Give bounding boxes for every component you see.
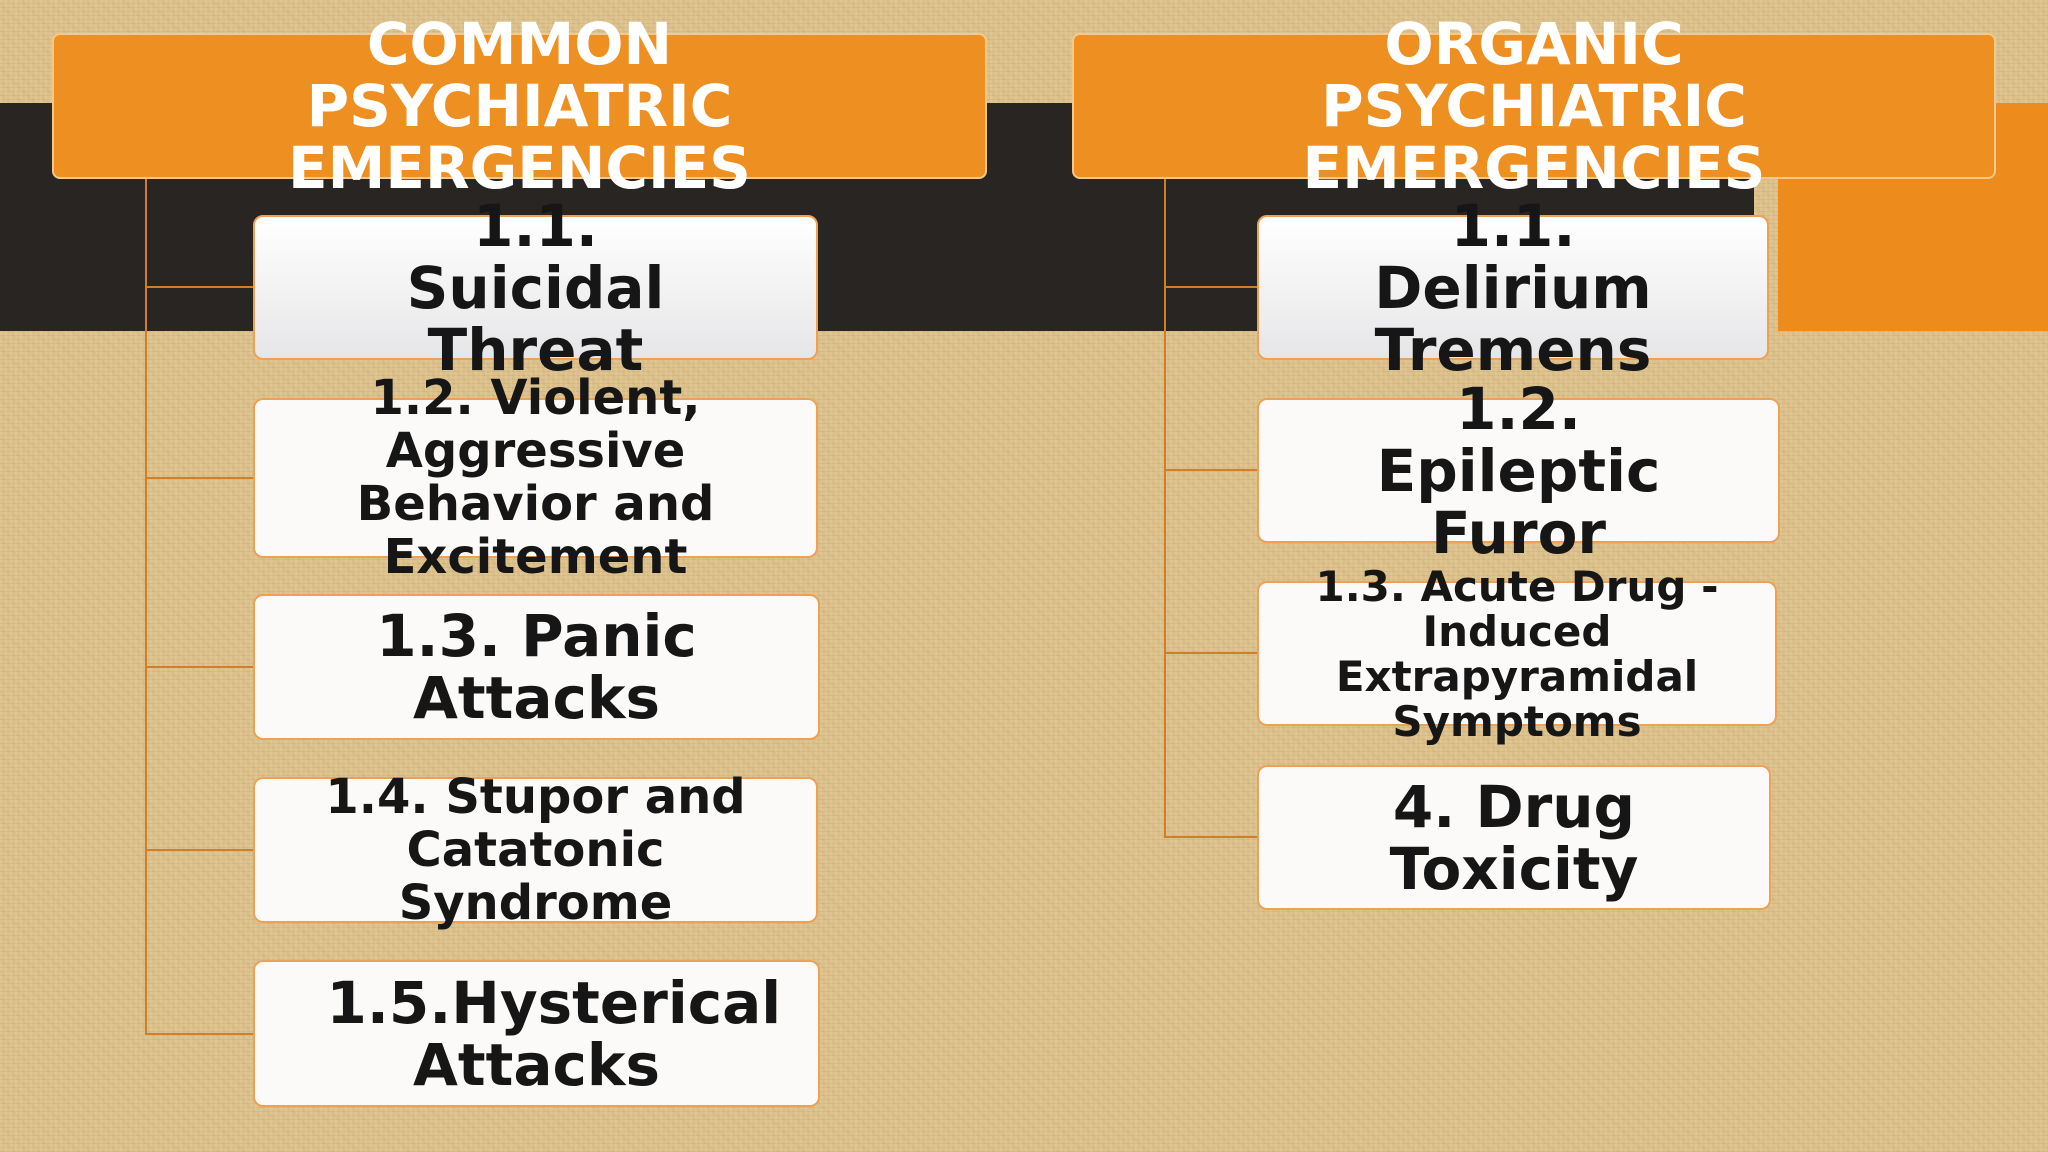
- item-violent-aggressive-behavior: 1.2. Violent, Aggressive Behavior and Ex…: [253, 372, 818, 584]
- connector-branch-left-5: [145, 1033, 253, 1035]
- item-drug-toxicity-label: 4. Drug Toxicity: [1389, 772, 1639, 903]
- header-organic-psychiatric-emergencies: ORGANIC PSYCHIATRIC EMERGENCIES: [1072, 13, 1996, 199]
- item-suicidal-threat-label: 1.1. Suicidal Threat: [406, 191, 665, 384]
- connector-branch-left-3: [145, 666, 253, 668]
- header-common-psychiatric-emergencies: COMMON PSYCHIATRIC EMERGENCIES: [52, 13, 987, 199]
- item-panic-attacks: 1.3. Panic Attacks: [253, 594, 820, 740]
- item-hysterical-attacks: 1.5.Hysterical Attacks: [253, 960, 820, 1107]
- connector-trunk-right: [1164, 179, 1166, 837]
- connector-branch-right-3: [1164, 652, 1257, 654]
- item-panic-attacks-label: 1.3. Panic Attacks: [376, 602, 697, 732]
- item-hysterical-attacks-label: 1.5.Hysterical Attacks: [326, 968, 782, 1099]
- item-epileptic-furor-label: 1.2. Epileptic Furor: [1376, 374, 1661, 567]
- item-drug-toxicity: 4. Drug Toxicity: [1257, 765, 1771, 910]
- connector-branch-right-4: [1164, 836, 1257, 838]
- item-violent-aggressive-behavior-label: 1.2. Violent, Aggressive Behavior and Ex…: [356, 370, 715, 585]
- item-suicidal-threat: 1.1. Suicidal Threat: [253, 195, 818, 381]
- connector-branch-right-1: [1164, 286, 1257, 288]
- item-delirium-tremens: 1.1. Delirium Tremens: [1257, 195, 1769, 381]
- header-common-label: COMMON PSYCHIATRIC EMERGENCIES: [288, 10, 751, 202]
- connector-branch-left-4: [145, 849, 253, 851]
- item-acute-drug-induced-eps: 1.3. Acute Drug - Induced Extrapyramidal…: [1257, 564, 1777, 744]
- connector-branch-left-2: [145, 477, 253, 479]
- item-stupor-catatonic-syndrome: 1.4. Stupor and Catatonic Syndrome: [253, 770, 818, 929]
- item-delirium-tremens-label: 1.1. Delirium Tremens: [1374, 191, 1652, 384]
- item-stupor-catatonic-syndrome-label: 1.4. Stupor and Catatonic Syndrome: [325, 768, 746, 931]
- connector-branch-left-1: [145, 286, 253, 288]
- item-acute-drug-induced-eps-label: 1.3. Acute Drug - Induced Extrapyramidal…: [1315, 561, 1719, 746]
- header-organic-label: ORGANIC PSYCHIATRIC EMERGENCIES: [1302, 10, 1766, 202]
- connector-trunk-left: [145, 179, 147, 1034]
- connector-branch-right-2: [1164, 469, 1257, 471]
- item-epileptic-furor: 1.2. Epileptic Furor: [1257, 378, 1780, 564]
